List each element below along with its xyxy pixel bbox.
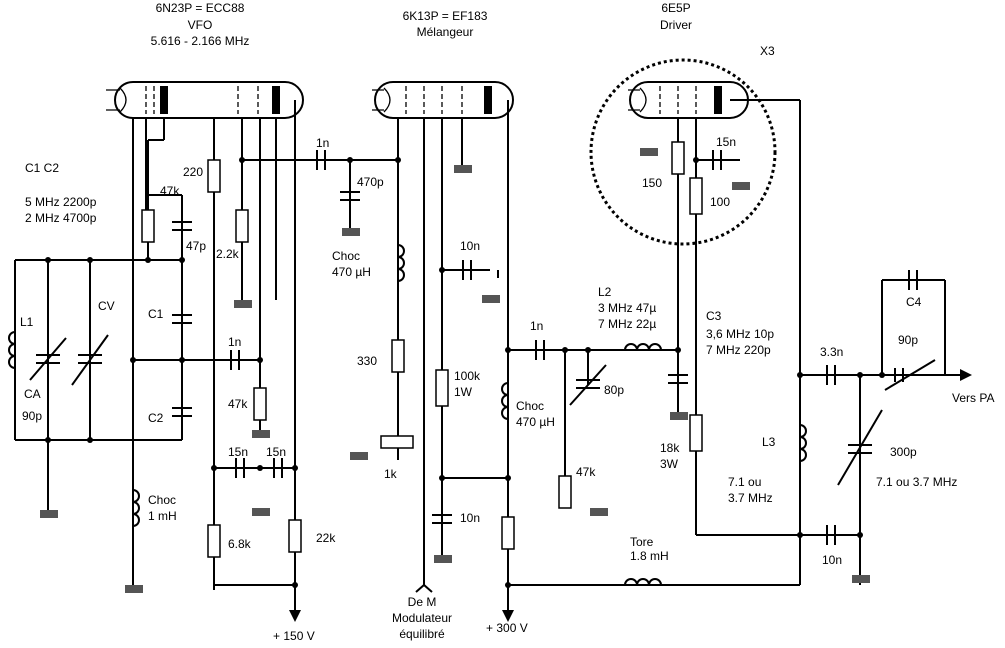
label-L1: L1 [20,315,34,329]
label-c1n-mid: 1n [228,335,241,349]
label-r18k-a: 18k [660,441,680,455]
label-L3-a: 7.1 ou [728,475,761,489]
label-L2-b: 7 MHz 22µ [598,317,656,331]
label-r100: 100 [710,195,730,209]
label-c80p: 80p [604,383,624,397]
driver-subtitle: Driver [660,18,692,32]
vfo-title: 6N23P = ECC88 [156,1,245,15]
label-c10n-drv: 10n [822,553,842,567]
label-c90p: 90p [898,333,918,347]
wiring [14,99,972,622]
label-choc-mix-a: Choc [332,249,360,263]
label-choc-plate-a: Choc [516,399,544,413]
label-v150: + 150 V [273,629,315,643]
label-C2: C2 [148,411,164,425]
label-r100k-b: 1W [454,385,473,399]
label-r6-8k: 6.8k [228,537,252,551]
label-C3: C3 [706,309,722,323]
label-choc-vfo-b: 1 mH [148,509,177,523]
components [8,141,936,593]
label-L2: L2 [598,285,612,299]
label-r2-2k: 2.2k [216,247,240,261]
label-c10n-mix: 10n [460,239,480,253]
label-C4: C4 [906,295,922,309]
label-c15n-drv: 15n [716,135,736,149]
label-c470p: 470p [357,175,384,189]
label-r220: 220 [183,165,203,179]
label-pot47k: 47k [576,465,596,479]
label-C3-a: 3,6 MHz 10p [706,327,774,341]
label-r47k-mid: 47k [228,397,248,411]
label-v300: + 300 V [486,621,528,635]
label-r18k-b: 3W [660,457,679,471]
label-vers-pa: Vers PA [952,391,994,405]
cap-table-header: C1 C2 [25,161,59,175]
label-pot1k: 1k [384,467,398,481]
vfo-freq: 5.616 - 2.166 MHz [151,34,250,48]
label-r22k: 22k [316,531,336,545]
cap-table-row2: 2 MHz 4700p [25,211,97,225]
vfo-tube [106,81,304,119]
driver-tube [628,81,749,119]
label-L3: L3 [762,435,776,449]
mixer-subtitle: Mélangeur [417,25,474,39]
cap-table-row1: 5 MHz 2200p [25,195,97,209]
label-c15n-a: 15n [228,445,248,459]
label-dem-c: équilibré [399,627,445,641]
label-c3-3n: 3.3n [820,345,843,359]
label-choc-plate-b: 470 µH [516,415,555,429]
label-CA-val: 90p [22,409,42,423]
label-L3-b: 3.7 MHz [728,491,773,505]
shield-circle [589,58,777,246]
vfo-subtitle: VFO [188,18,213,32]
label-CV: CV [98,299,115,313]
label-r100k-a: 100k [454,369,481,383]
label-dem-a: De M [408,595,437,609]
driver-title: 6E5P [661,1,690,15]
label-r330: 330 [357,354,377,368]
label-CA: CA [24,387,41,401]
mixer-tube [372,81,514,119]
label-c15n-b: 15n [266,445,286,459]
label-c300p-f: 7.1 ou 3.7 MHz [876,475,957,489]
label-choc-mix-b: 470 µH [332,265,371,279]
labels: 6N23P = ECC88 VFO 5.616 - 2.166 MHz 6K13… [20,1,994,643]
label-C3-b: 7 MHz 220p [706,343,771,357]
label-choc-vfo-a: Choc [148,493,176,507]
label-c300p: 300p [890,445,917,459]
label-c1n-a: 1n [316,136,329,150]
label-r47k-top: 47k [160,184,180,198]
label-tore-a: Tore [630,535,654,549]
label-c1n-out: 1n [530,319,543,333]
shield-label: X3 [760,44,775,58]
label-L2-a: 3 MHz 47µ [598,301,656,315]
label-c47p: 47p [186,239,206,253]
label-r150: 150 [642,176,662,190]
mixer-title: 6K13P = EF183 [403,9,488,23]
label-c10n-low: 10n [460,511,480,525]
label-C1: C1 [148,307,164,321]
label-dem-b: Modulateur [392,611,452,625]
label-tore-b: 1.8 mH [630,549,669,563]
